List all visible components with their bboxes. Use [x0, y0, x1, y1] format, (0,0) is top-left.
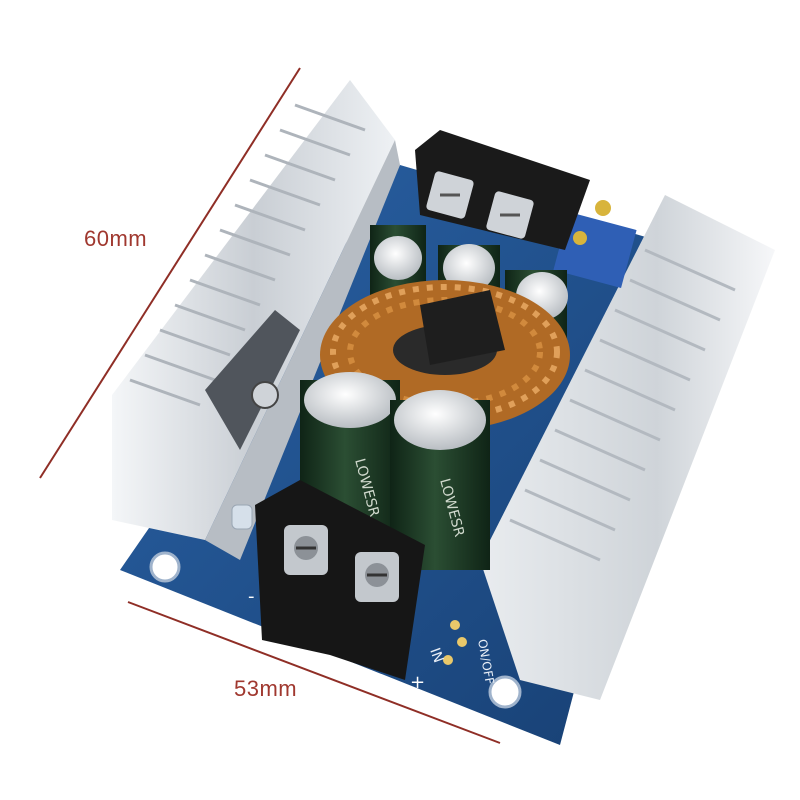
dimension-line-width: [127, 601, 501, 744]
left-heatsink: [112, 80, 400, 560]
mount-hole: [488, 675, 522, 709]
switch-pin: [450, 620, 460, 630]
polarity-plus: +: [410, 672, 425, 693]
screw-icon: [251, 381, 279, 409]
input-terminal-block: [415, 130, 590, 250]
trim-screw-icon: [595, 200, 611, 216]
mount-hole: [149, 551, 181, 583]
status-led: [231, 504, 253, 530]
potentiometers: [553, 200, 637, 289]
large-capacitors: LOWESR LOWESR: [300, 372, 490, 570]
terminal-label: IN: [426, 646, 446, 665]
switch-pin: [457, 637, 467, 647]
dimension-line-height: [39, 67, 301, 479]
regulator-ic: [205, 310, 300, 450]
right-heatsink: [480, 195, 775, 700]
polarity-minus: -: [248, 586, 255, 607]
output-terminal-block: [255, 480, 425, 680]
width-dimension-label: 53mm: [234, 676, 298, 701]
height-dimension-label: 60mm: [84, 226, 148, 251]
switch-pin: [443, 655, 453, 665]
trim-screw-icon: [573, 231, 587, 245]
